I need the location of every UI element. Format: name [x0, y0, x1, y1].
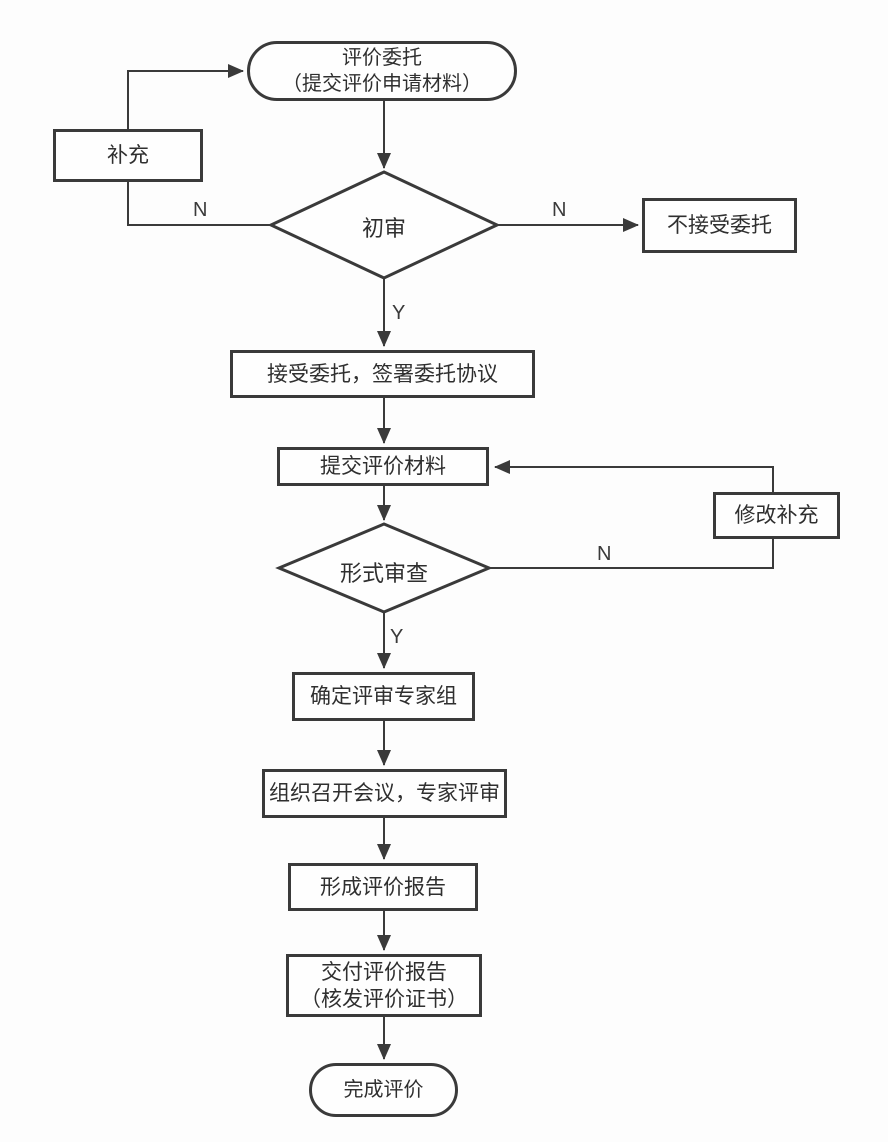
node-deliver-report-line1: 交付评价报告: [321, 960, 447, 984]
decision-initial-review-label: 初审: [361, 216, 406, 241]
node-modify-supplement: 修改补充: [713, 492, 840, 539]
label-formal-review-n: N: [597, 543, 612, 565]
node-form-report-label: 形成评价报告: [320, 875, 446, 899]
node-end: 完成评价: [309, 1063, 458, 1117]
decision-formal-review-shape: [275, 522, 493, 614]
node-modify-supplement-label: 修改补充: [734, 504, 819, 527]
decision-formal-review-label: 形式审查: [339, 561, 428, 586]
node-end-label: 完成评价: [343, 1079, 424, 1101]
node-expert-group: 确定评审专家组: [292, 672, 475, 721]
decision-initial-review-shape: [267, 170, 501, 280]
node-reject-commission-label: 不接受委托: [667, 214, 772, 237]
node-deliver-report: 交付评价报告 （核发评价证书）: [286, 954, 482, 1017]
node-start-line1: 评价委托: [342, 47, 422, 69]
node-accept-commission: 接受委托，签署委托协议: [230, 350, 535, 398]
edge-supplement-to-start: [127, 64, 244, 129]
label-initial-review-n-right: N: [552, 199, 567, 221]
node-accept-commission-label: 接受委托，签署委托协议: [267, 362, 498, 386]
node-form-report: 形成评价报告: [288, 863, 478, 911]
edge-initial-review-to-supplement: [127, 182, 271, 226]
node-start-line2: （提交评价申请材料）: [282, 73, 482, 95]
label-initial-review-n-left: N: [193, 199, 208, 221]
label-formal-review-y: Y: [390, 626, 404, 648]
node-organize-meeting: 组织召开会议，专家评审: [262, 769, 507, 818]
node-deliver-report-line2: （核发评价证书）: [300, 987, 468, 1011]
node-start: 评价委托 （提交评价申请材料）: [247, 41, 517, 101]
node-supplement: 补充: [53, 129, 203, 182]
node-organize-meeting-label: 组织召开会议，专家评审: [269, 782, 500, 805]
node-submit-materials-label: 提交评价材料: [320, 455, 446, 478]
node-supplement-label: 补充: [107, 144, 149, 167]
node-submit-materials: 提交评价材料: [277, 447, 489, 486]
label-initial-review-y: Y: [392, 302, 406, 324]
node-reject-commission: 不接受委托: [642, 198, 797, 253]
node-expert-group-label: 确定评审专家组: [310, 685, 457, 708]
